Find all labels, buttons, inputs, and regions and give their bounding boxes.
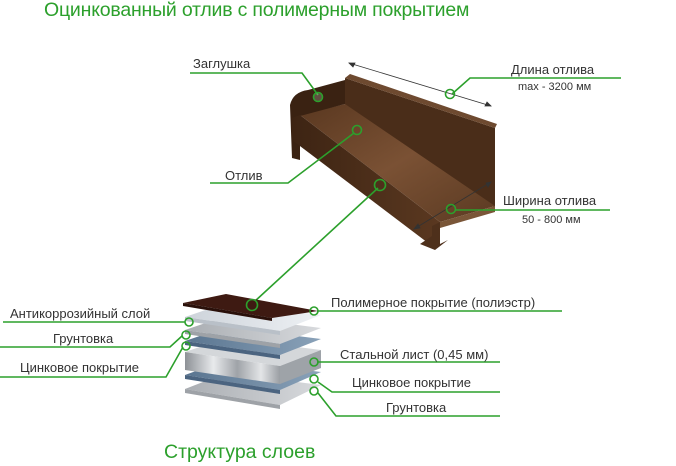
primer-left-leader-line bbox=[0, 335, 183, 348]
primer-right-leader-line bbox=[317, 392, 500, 417]
label-sill: Отлив bbox=[225, 168, 263, 183]
layer-left-primer: Грунтовка bbox=[53, 331, 114, 346]
structure-connector-line bbox=[253, 187, 379, 303]
sill-marker bbox=[351, 124, 363, 136]
structure-subtitle: Структура слоев bbox=[164, 441, 316, 463]
value-width: 50 - 800 мм bbox=[522, 214, 581, 226]
layer-left-zinc: Цинковое покрытие bbox=[20, 360, 139, 375]
layer-right-zinc: Цинковое покрытие bbox=[352, 375, 471, 390]
window-sill-product bbox=[290, 74, 497, 250]
label-width: Ширина отлива bbox=[503, 193, 597, 208]
layer-left-anticorrosion: Антикоррозийный слой bbox=[10, 306, 151, 321]
cap-marker bbox=[312, 91, 324, 103]
zinc-right-leader-line bbox=[317, 381, 500, 393]
length-leader-line bbox=[451, 77, 621, 95]
diagram-title: Оцинкованный отлив с полимерным покрытие… bbox=[44, 0, 470, 21]
layer-right-polymer: Полимерное покрытие (полиэстр) bbox=[331, 295, 536, 310]
structure-connector-marker-top bbox=[373, 178, 387, 192]
length-marker bbox=[444, 88, 456, 100]
layer-stack bbox=[183, 294, 321, 409]
cap-leader-line bbox=[190, 72, 319, 96]
layer-right-primer: Грунтовка bbox=[386, 400, 447, 415]
length-dimension-arrow bbox=[348, 62, 492, 107]
structure-connector-marker-bottom bbox=[245, 298, 259, 312]
label-length: Длина отлива bbox=[511, 62, 595, 77]
width-marker bbox=[445, 203, 457, 215]
label-cap: Заглушка bbox=[193, 56, 251, 71]
sill-leader-line bbox=[210, 132, 355, 184]
layer-right-steel: Стальной лист (0,45 мм) bbox=[340, 347, 489, 362]
value-length: max - 3200 мм bbox=[518, 81, 592, 93]
zinc-left-leader-line bbox=[0, 346, 184, 378]
width-dimension-arrow bbox=[413, 181, 492, 230]
